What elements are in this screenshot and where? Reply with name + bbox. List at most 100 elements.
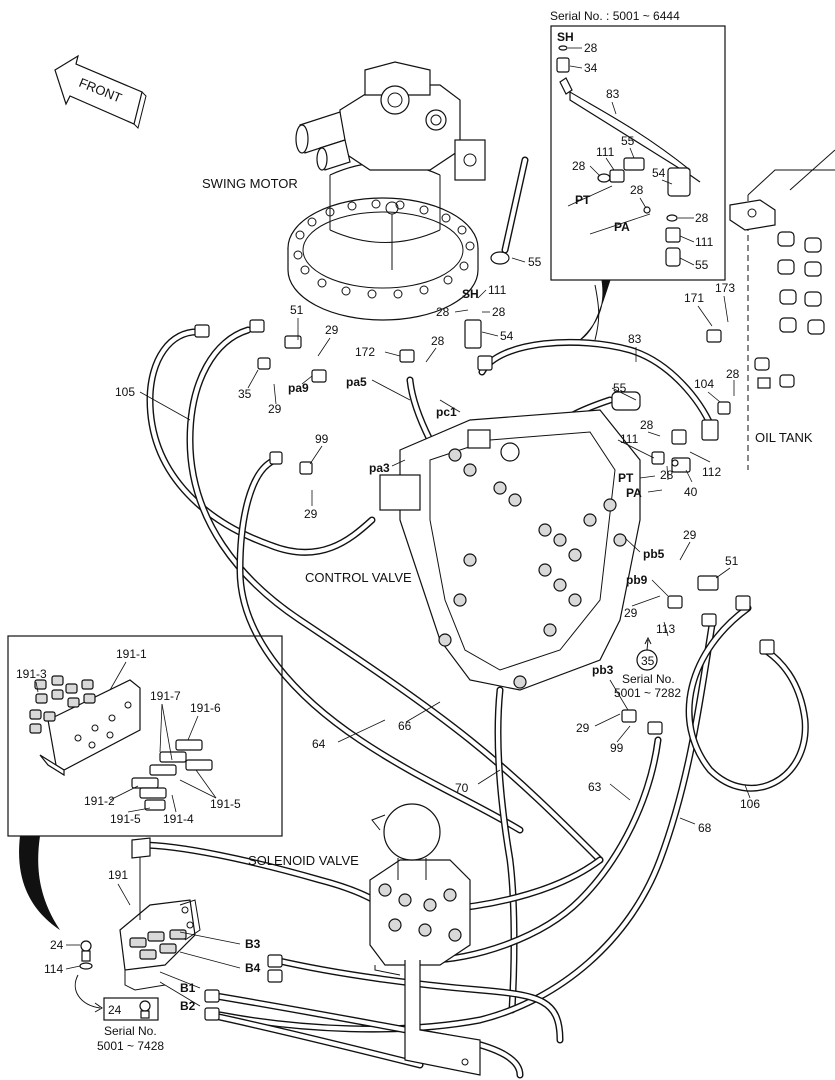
port-leaders — [159, 375, 669, 1007]
control-valve-label: CONTROL VALVE — [305, 570, 412, 585]
block-191 — [79, 837, 201, 991]
part-number: 114 — [44, 962, 63, 976]
port-label: pb9 — [626, 573, 648, 587]
swing-motor: SWING MOTOR — [202, 61, 486, 321]
part-number: 28 — [660, 468, 674, 482]
part-number: 104 — [694, 377, 714, 391]
part-number: 28 — [431, 334, 445, 348]
port-label: pc1 — [436, 405, 457, 419]
part-number: 29 — [268, 402, 282, 416]
part-number: 55 — [613, 381, 627, 395]
port-label: pa3 — [369, 461, 390, 475]
part-number: 35 — [238, 387, 252, 401]
inset-connector — [594, 284, 600, 341]
inset-left-label: 191-2 — [84, 794, 115, 808]
part-number: 54 — [500, 329, 514, 343]
inset-top-label: PT — [575, 193, 591, 207]
port-labels: SH pa9 pa5 pc1 pa3 PT PA pb5 pb9 pb3 B3 … — [180, 287, 665, 1013]
part-number: 68 — [698, 821, 712, 835]
part-number: 99 — [315, 432, 329, 446]
part-number: 28 — [726, 367, 740, 381]
solenoid-valve: SOLENOID VALVE — [248, 803, 481, 1076]
port-label: pb5 — [643, 547, 665, 561]
inset-left-label: 191-3 — [16, 667, 47, 681]
part-number: 29 — [624, 606, 638, 620]
inset-top-label: 28 — [695, 211, 709, 225]
part-number: 106 — [740, 797, 760, 811]
port-label: pa9 — [288, 381, 309, 395]
front-arrow: FRONT — [54, 54, 147, 129]
part-number: 83 — [628, 332, 642, 346]
bottom-note-serial-range: 5001 ~ 7428 — [97, 1039, 164, 1053]
inset-left-label: 191-6 — [190, 701, 221, 715]
inset-top-label: 55 — [621, 134, 635, 148]
port-label: B2 — [180, 999, 196, 1013]
part-number: 63 — [588, 780, 602, 794]
part-number: 64 — [312, 737, 326, 751]
inset-top-label: 28 — [584, 41, 598, 55]
swing-motor-label: SWING MOTOR — [202, 176, 298, 191]
control-valve: CONTROL VALVE — [305, 409, 641, 691]
part-number: 55 — [528, 255, 542, 269]
part-number-labels: 55 111 28 28 54 51 29 172 28 35 29 105 9… — [44, 255, 760, 976]
part-number: 111 — [620, 432, 639, 446]
part-number: 99 — [610, 741, 624, 755]
part-number: 28 — [492, 305, 506, 319]
part-number: 29 — [325, 323, 339, 337]
inset-top-label: PA — [614, 220, 630, 234]
bottom-note-serial-label: Serial No. — [104, 1024, 157, 1038]
inset-left-label: 191-7 — [150, 689, 181, 703]
port-label: PA — [626, 486, 642, 500]
serial-note-7282: 35 Serial No. 5001 ~ 7282 — [614, 636, 681, 700]
part-number: 111 — [488, 283, 507, 297]
part-number: 51 — [725, 554, 739, 568]
part-number: 40 — [684, 485, 698, 499]
port-label: B4 — [245, 961, 261, 975]
inset-left: 191-1 191-3 191-7 191-6 191-2 191-5 191-… — [7, 635, 283, 930]
part-number: 29 — [576, 721, 590, 735]
part-number: 29 — [683, 528, 697, 542]
inset-left-label: 191-5 — [110, 812, 141, 826]
part-number: 51 — [290, 303, 304, 317]
inset-top-label: 54 — [652, 166, 666, 180]
inset-top-serial: Serial No. : 5001 ~ 6444 — [550, 9, 680, 23]
serial-note-label: Serial No. — [622, 672, 675, 686]
serial-callout-number: 35 — [641, 654, 655, 668]
inset-left-label: 191-5 — [210, 797, 241, 811]
inset-top-label: 34 — [584, 61, 598, 75]
bottom-note-part: 24 — [108, 1003, 122, 1017]
part-number: 24 — [50, 938, 64, 952]
inset-top-label: 55 — [695, 258, 709, 272]
inset-top-label: 111 — [596, 145, 615, 159]
leader-lines — [65, 257, 751, 970]
port-label: pa5 — [346, 375, 367, 389]
part-number: 28 — [640, 418, 654, 432]
port-label: SH — [462, 287, 479, 301]
part-number: 191 — [108, 868, 128, 882]
port-label: PT — [618, 471, 634, 485]
part-number: 112 — [702, 465, 721, 479]
port-label: B3 — [245, 937, 261, 951]
bottom-serial-note: 24 Serial No. 5001 ~ 7428 — [74, 974, 164, 1053]
part-number: 173 — [715, 281, 735, 295]
part-number: 66 — [398, 719, 412, 733]
inset-top-label: 28 — [630, 183, 644, 197]
part-number: 172 — [355, 345, 375, 359]
part-number: 28 — [436, 305, 450, 319]
oil-tank-label: OIL TANK — [755, 430, 813, 445]
inset-top-right: Serial No. : 5001 ~ 6444 SH 28 34 83 55 … — [550, 9, 726, 341]
serial-note-range: 5001 ~ 7282 — [614, 686, 681, 700]
inset-top-label: 83 — [606, 87, 620, 101]
inset-top-label: 28 — [572, 159, 586, 173]
part-number: 29 — [304, 507, 318, 521]
solenoid-valve-label: SOLENOID VALVE — [248, 853, 359, 868]
inset-left-label: 191-4 — [163, 812, 194, 826]
hoses — [136, 156, 809, 1079]
oil-tank: OIL TANK — [729, 149, 835, 470]
part-number: 105 — [115, 385, 135, 399]
part-number: 171 — [684, 291, 704, 305]
inset-top-label: SH — [557, 30, 574, 44]
part-number: 70 — [455, 781, 469, 795]
inset-left-label: 191-1 — [116, 647, 147, 661]
